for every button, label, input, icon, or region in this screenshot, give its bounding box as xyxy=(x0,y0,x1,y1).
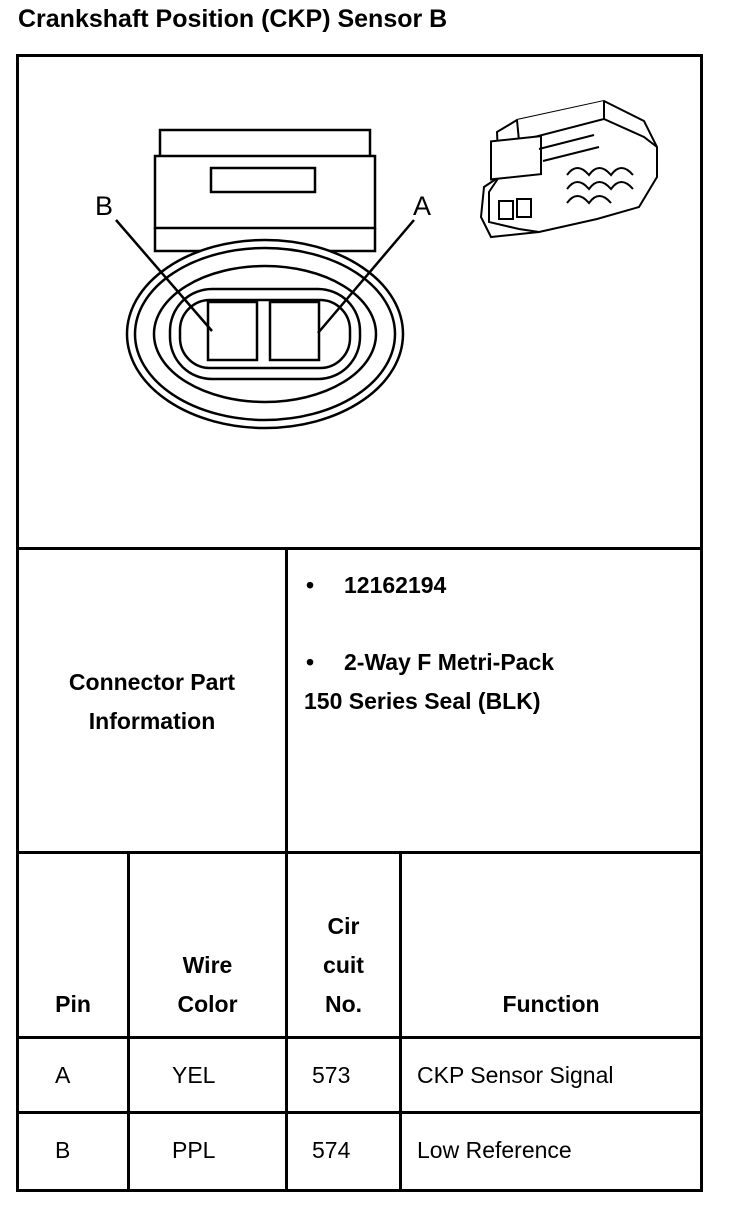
row-b-pin: B xyxy=(55,1137,71,1163)
divider xyxy=(16,547,703,550)
bullet: • xyxy=(306,572,315,598)
row-a-function: CKP Sensor Signal xyxy=(417,1062,614,1088)
part-number: 12162194 xyxy=(344,572,447,598)
divider xyxy=(127,851,130,1192)
divider xyxy=(399,851,402,1192)
header-pin: Pin xyxy=(55,991,91,1017)
row-b-function: Low Reference xyxy=(417,1137,572,1163)
page-title: Crankshaft Position (CKP) Sensor B xyxy=(18,5,448,33)
header-function: Function xyxy=(502,991,600,1017)
pin-label-b: B xyxy=(95,191,114,221)
row-b-wire-color: PPL xyxy=(172,1137,216,1163)
row-a-pin: A xyxy=(55,1062,71,1088)
pin-label-a: A xyxy=(413,191,432,221)
connector-description-line2: 150 Series Seal (BLK) xyxy=(304,688,541,714)
connector-3d-icon xyxy=(479,99,658,239)
connector-info-label: Connector Part Information xyxy=(19,663,285,741)
connector-info-label-line1: Connector Part xyxy=(68,669,236,695)
connector-description-line1: 2-Way F Metri-Pack xyxy=(344,649,555,675)
divider xyxy=(285,547,288,1192)
row-b-circuit: 574 xyxy=(312,1137,351,1163)
divider xyxy=(16,851,703,854)
header-circuit: Cir cuit No. xyxy=(323,913,364,1017)
row-a-wire-color: YEL xyxy=(172,1062,216,1088)
divider xyxy=(16,1036,703,1039)
divider xyxy=(16,1111,703,1114)
header-wire-color: Wire Color xyxy=(177,952,238,1017)
connector-info-label-line2: Information xyxy=(88,708,216,734)
connector-figure xyxy=(115,99,658,430)
bullet: • xyxy=(306,649,315,675)
row-a-circuit: 573 xyxy=(312,1062,351,1088)
connector-table xyxy=(16,54,703,1192)
